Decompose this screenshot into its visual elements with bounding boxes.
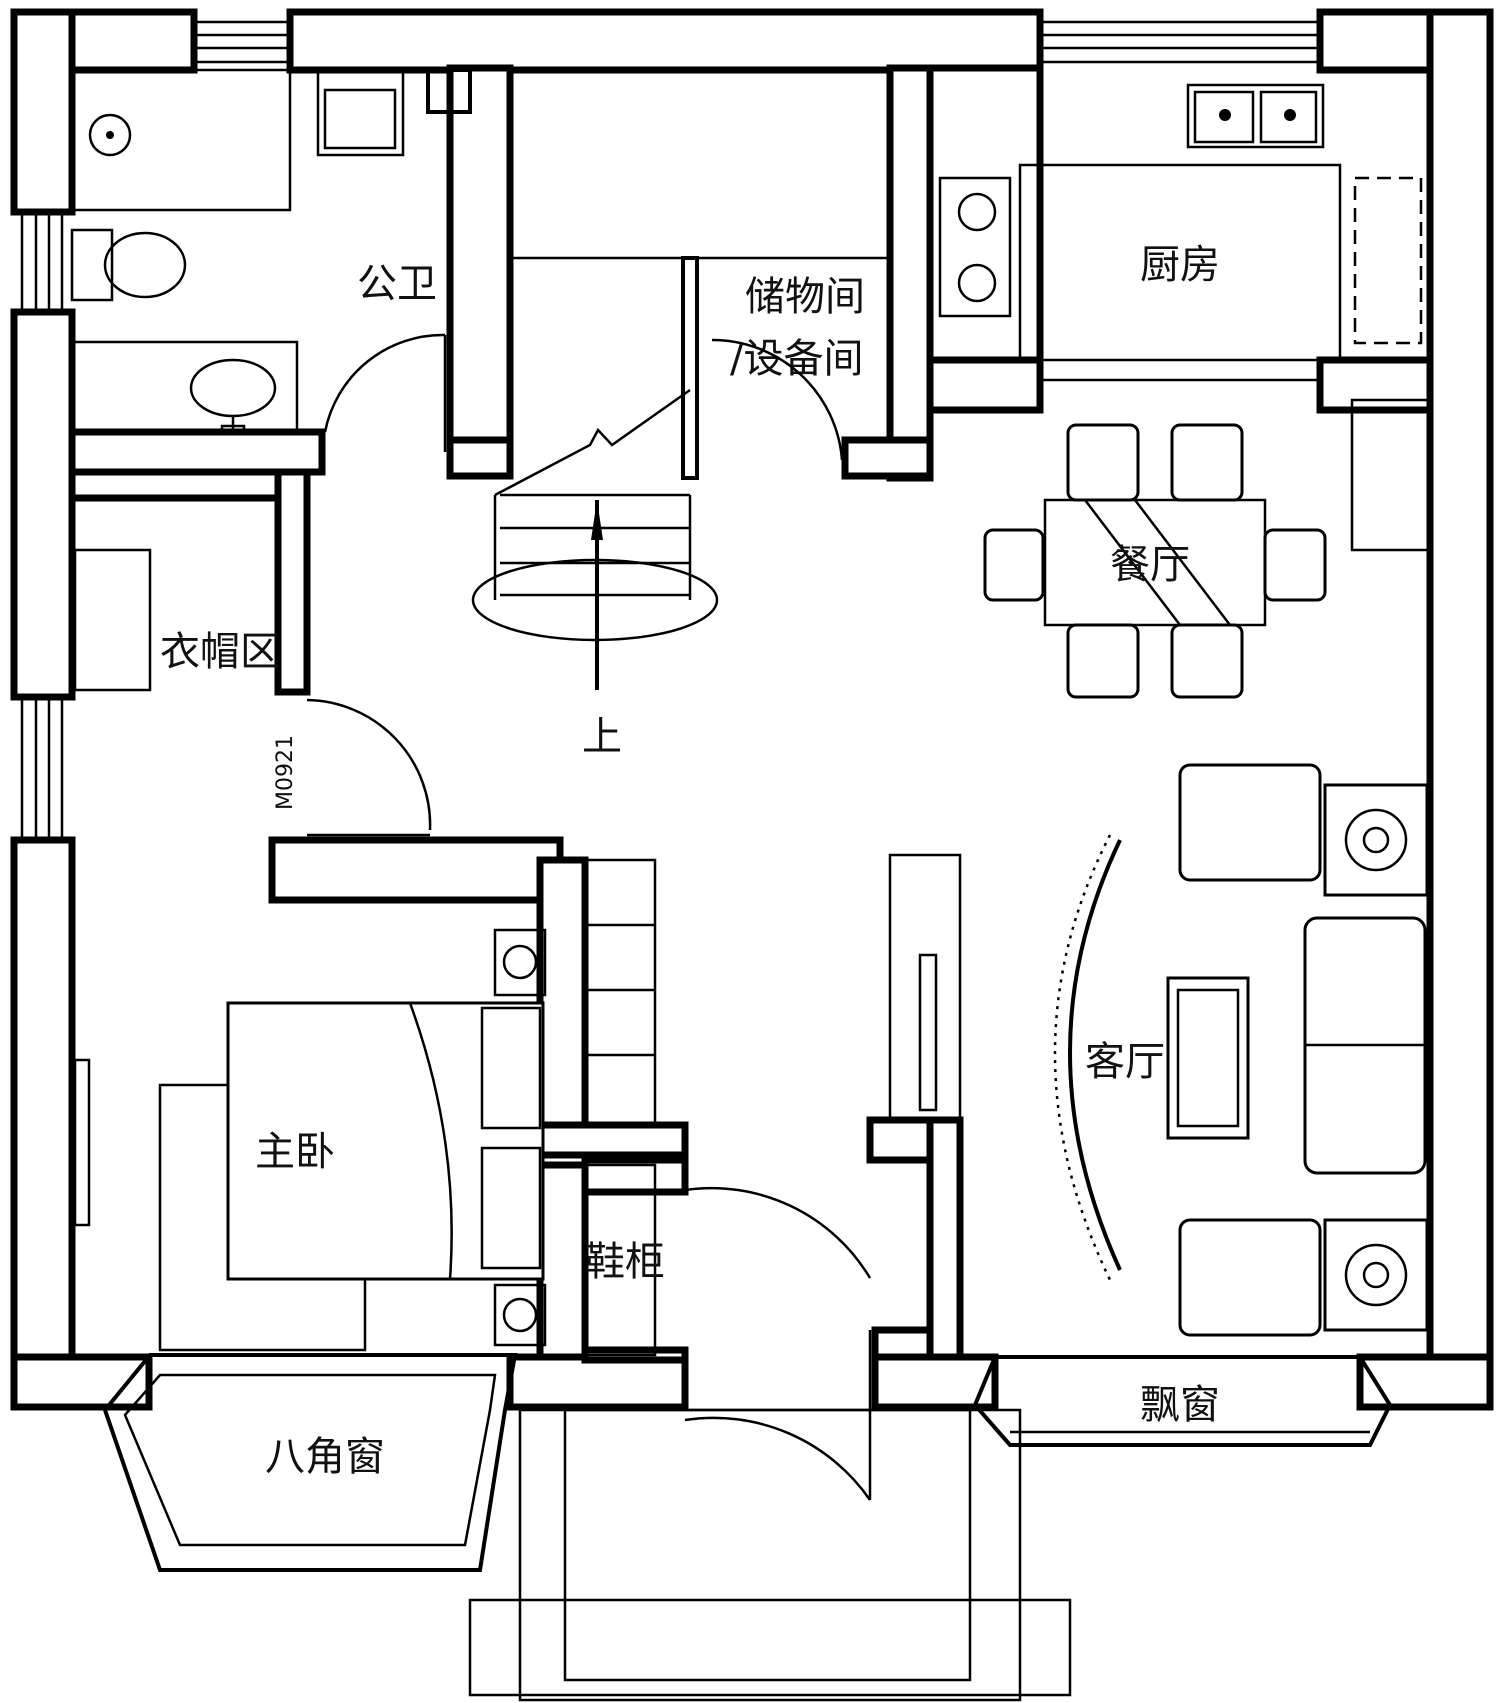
- master-bedroom: 主卧 八角窗: [73, 928, 547, 1572]
- interior-walls: [68, 64, 1434, 1364]
- stairs: 上 储物间 /设备间: [471, 66, 892, 760]
- living-room: 客厅 飘窗: [888, 763, 1429, 1447]
- outer-walls: [10, 8, 1494, 1411]
- room-label-public-bath: 公卫: [357, 261, 437, 307]
- door-code-label: M0921: [273, 735, 298, 810]
- kitchen: 厨房: [938, 83, 1423, 382]
- dining: 餐厅: [983, 398, 1432, 699]
- windows: [20, 20, 1322, 842]
- room-label-storage-sub: /设备间: [730, 336, 863, 382]
- room-label-kitchen: 厨房: [1140, 242, 1220, 288]
- bay-window-label: 飘窗: [1140, 1382, 1220, 1428]
- stairs-up-label: 上: [582, 714, 622, 760]
- room-label-master-bedroom: 主卧: [255, 1129, 335, 1175]
- room-label-living-room: 客厅: [1085, 1039, 1165, 1085]
- entry-doors: [468, 1160, 1072, 1702]
- bathroom: 公卫: [70, 68, 472, 452]
- cloakroom: 衣帽区 M0921: [73, 548, 432, 837]
- shoe-cabinet: 鞋柜: [583, 858, 665, 1357]
- room-label-dining: 餐厅: [1110, 542, 1190, 588]
- shoe-cabinet-label: 鞋柜: [585, 1239, 665, 1285]
- room-label-cloakroom: 衣帽区: [160, 629, 280, 675]
- octagonal-window-label: 八角窗: [265, 1434, 385, 1480]
- room-label-storage: 储物间: [745, 274, 865, 320]
